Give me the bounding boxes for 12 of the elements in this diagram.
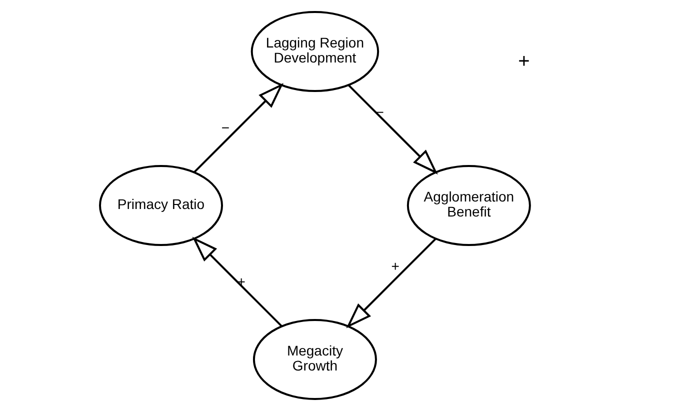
arrow: [193, 83, 283, 173]
node-ellipse: Lagging Region Development: [250, 11, 379, 92]
node-ellipse: Primacy Ratio: [98, 165, 223, 246]
arrow: [192, 236, 282, 327]
edge-label: −: [375, 104, 384, 120]
edge-label: −: [220, 120, 230, 136]
label: +: [518, 50, 530, 72]
arrow: [348, 84, 438, 174]
node-ellipse: Megacity Growth: [252, 318, 376, 400]
node-ellipse: Agglomeration Benefit: [406, 165, 530, 246]
edge-label: +: [390, 258, 399, 274]
arrow: [346, 238, 436, 328]
